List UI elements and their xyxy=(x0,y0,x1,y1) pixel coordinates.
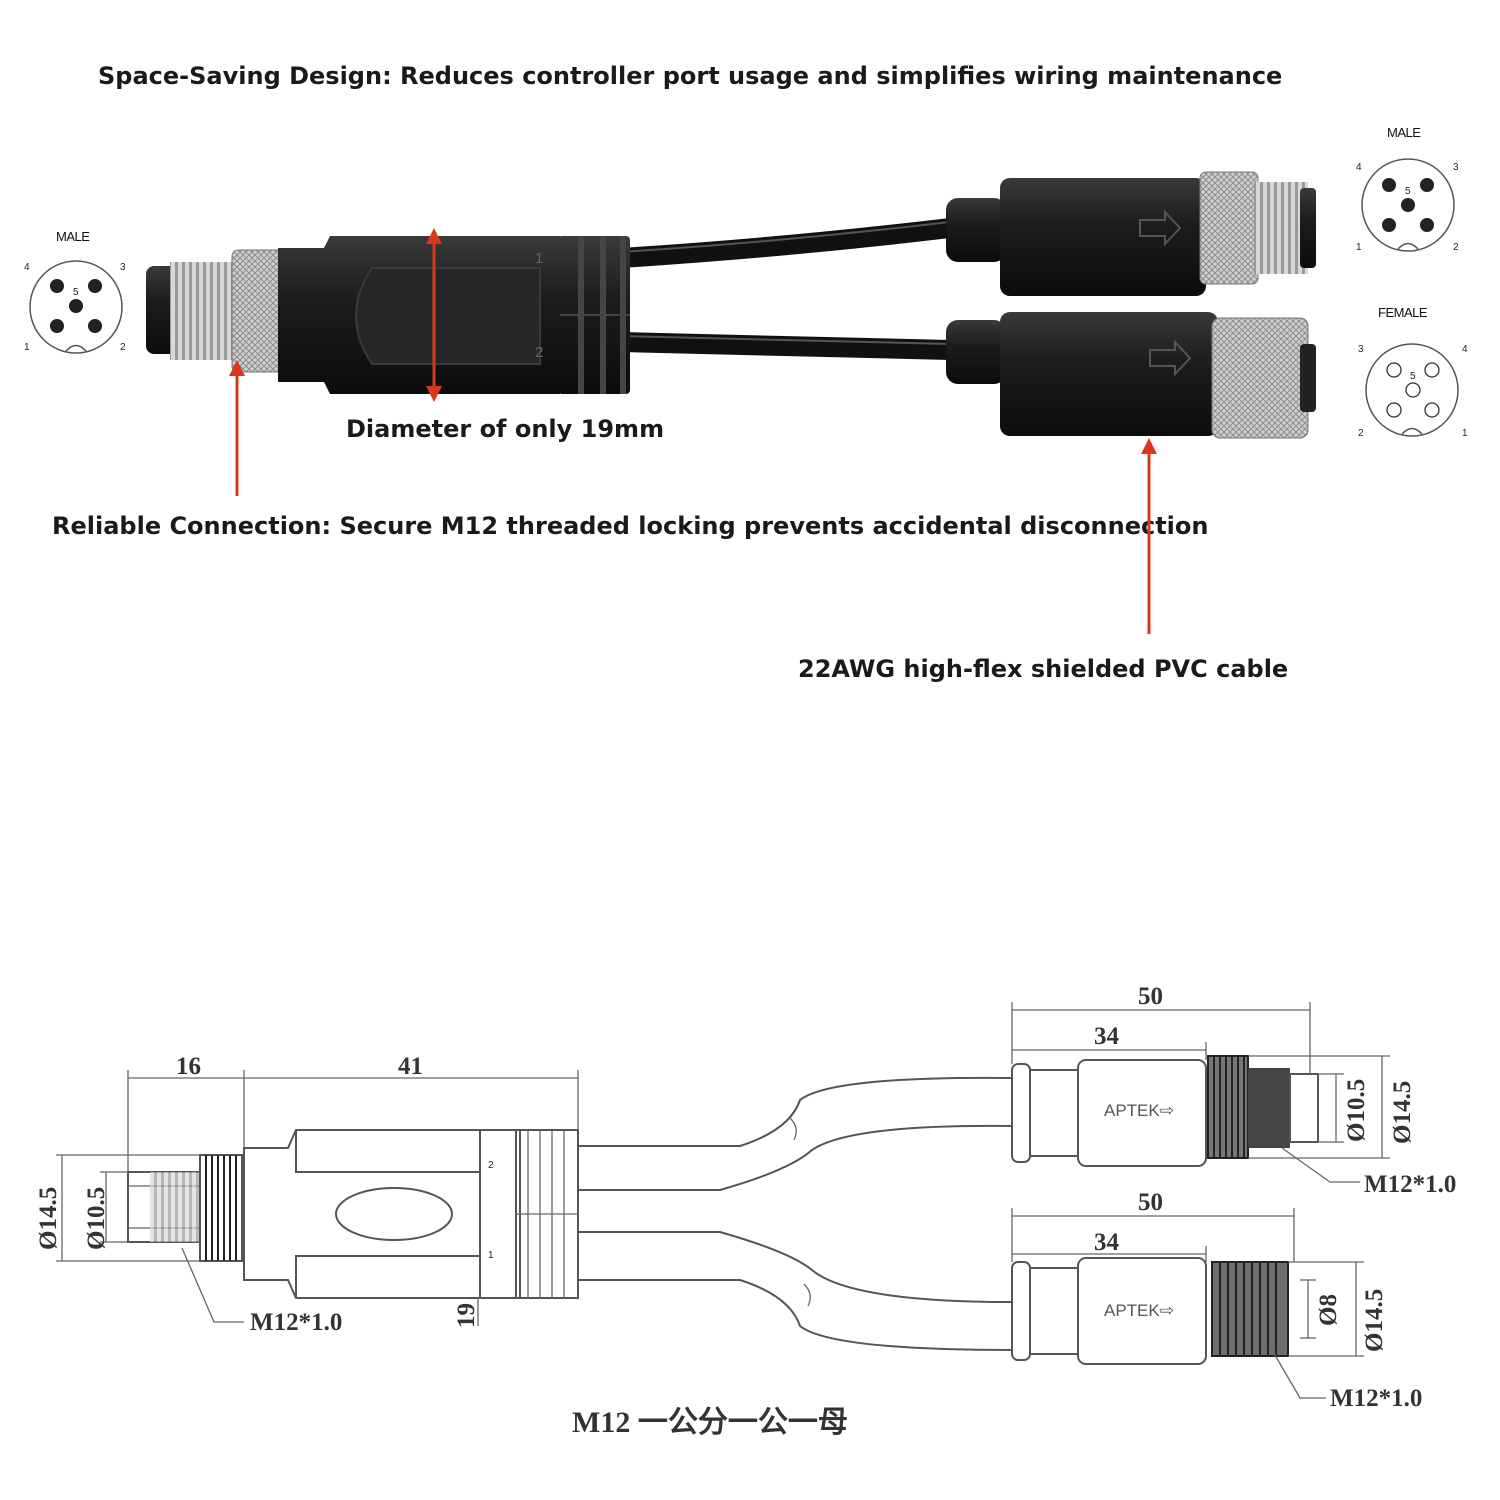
dim-left-outer-diameter: Ø14.5 xyxy=(35,1187,62,1250)
indicator-arrows xyxy=(229,360,1157,634)
bottom-branch-body xyxy=(1000,312,1218,436)
pin-label: 2 xyxy=(1453,242,1459,253)
pinout-right-female: FEMALE 1 2 3 4 5 xyxy=(1358,305,1468,439)
dim-body-length: 41 xyxy=(398,1053,423,1080)
pin-label: 4 xyxy=(24,262,30,273)
pin-label: 5 xyxy=(1410,371,1416,382)
dim-top-outer-diameter: Ø14.5 xyxy=(1389,1081,1416,1144)
photo-branch-number: 2 xyxy=(535,344,543,361)
dim-left-thread-length: 16 xyxy=(176,1053,201,1080)
pin-label: 3 xyxy=(1453,162,1459,173)
dim-left-inner-diameter: Ø10.5 xyxy=(83,1187,110,1250)
top-branch-body xyxy=(1000,178,1206,296)
pin-label: 4 xyxy=(1462,344,1468,355)
left-knurl-nut xyxy=(231,249,283,373)
pin-label: 1 xyxy=(1462,428,1468,439)
pin-label: 5 xyxy=(73,287,79,298)
dim-bottom-outer-diameter: Ø14.5 xyxy=(1361,1289,1388,1352)
dim-top-body-length: 34 xyxy=(1094,1023,1120,1050)
pin-label: 4 xyxy=(1356,162,1362,173)
pinout-right-male-label: MALE xyxy=(1387,125,1421,140)
pin-label: 3 xyxy=(1358,344,1364,355)
caption-cable: 22AWG high-flex shielded PVC cable xyxy=(798,655,1289,683)
caption-diameter: Diameter of only 19mm xyxy=(346,415,665,443)
dim-top-inner-diameter: Ø10.5 xyxy=(1343,1079,1370,1142)
dim-top-thread: M12*1.0 xyxy=(1364,1171,1456,1198)
product-photo: 1 2 xyxy=(146,171,1316,439)
dim-bottom-total-length: 50 xyxy=(1138,1189,1163,1216)
drawing-brand-bottom: APTEK⇨ xyxy=(1104,1301,1174,1320)
pin-label: 2 xyxy=(120,342,126,353)
drawing-branch-number: 2 xyxy=(488,1160,494,1171)
pin-label: 5 xyxy=(1405,186,1411,197)
dim-left-thread: M12*1.0 xyxy=(250,1309,342,1336)
dim-top-total-length: 50 xyxy=(1138,983,1163,1010)
dim-body-diameter: 19 xyxy=(453,1303,480,1328)
pin-label: 1 xyxy=(24,342,30,353)
pinout-right-female-label: FEMALE xyxy=(1378,305,1428,320)
pin-label: 2 xyxy=(1358,428,1364,439)
pinout-left-male: MALE 1 2 3 4 5 xyxy=(24,229,126,354)
photo-branch-number: 1 xyxy=(535,250,543,267)
technical-drawing: 2 1 APTEK⇨ APTEK⇨ xyxy=(35,983,1456,1439)
left-connector-thread xyxy=(170,262,236,360)
drawing-title: M12 一公分一公一母 xyxy=(572,1406,848,1439)
dim-bottom-body-length: 34 xyxy=(1094,1229,1120,1256)
pin-label: 1 xyxy=(1356,242,1362,253)
dim-bottom-thread: M12*1.0 xyxy=(1330,1385,1422,1412)
dim-bottom-inner-diameter: Ø8 xyxy=(1315,1294,1342,1326)
drawing-branch-number: 1 xyxy=(488,1250,494,1261)
pinout-right-male: MALE 1 2 3 4 5 xyxy=(1356,125,1459,253)
pinout-left-male-label: MALE xyxy=(56,229,90,244)
pin-label: 3 xyxy=(120,262,126,273)
drawing-brand-top: APTEK⇨ xyxy=(1104,1101,1174,1120)
caption-reliable: Reliable Connection: Secure M12 threaded… xyxy=(52,512,1209,540)
caption-space-saving: Space-Saving Design: Reduces controller … xyxy=(98,62,1283,90)
